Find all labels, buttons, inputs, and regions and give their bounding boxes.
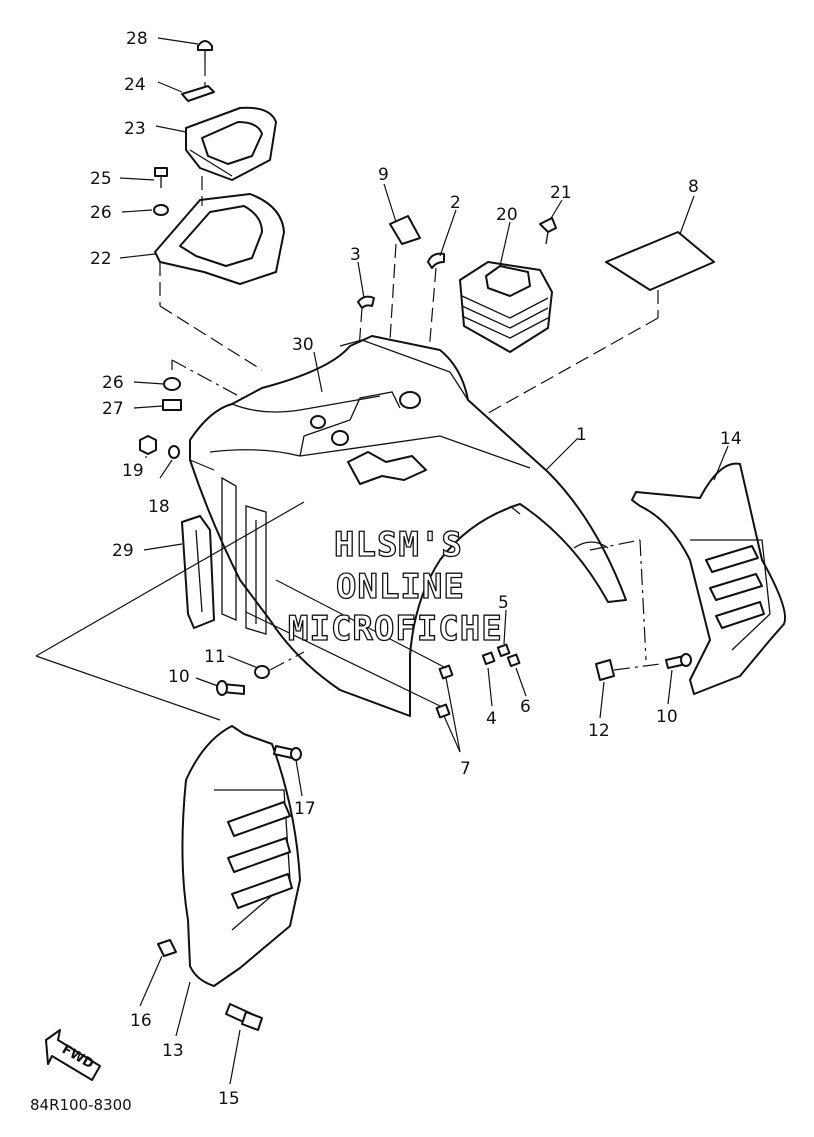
- part-11-washer: [254, 665, 270, 679]
- part-22-outer-cover: [154, 193, 285, 285]
- fwd-arrow-icon: FWD: [45, 1029, 101, 1081]
- part-15-bolt: [225, 1003, 263, 1031]
- part-10-bolt-left: [216, 680, 245, 696]
- part-20-toolbox: [459, 261, 553, 353]
- part-19-nut: [139, 435, 157, 455]
- callout-5: 5: [498, 593, 509, 613]
- watermark-line-3: MICROFICHE: [288, 609, 503, 649]
- callout-7: 7: [460, 759, 471, 779]
- part-2-clip: [427, 252, 445, 269]
- part-1-main-fender: [189, 335, 627, 717]
- callout-1: 1: [576, 425, 587, 445]
- callout-6: 6: [520, 697, 531, 717]
- callout-20: 20: [496, 205, 518, 225]
- callout-24: 24: [124, 75, 146, 95]
- part-16-nut: [157, 939, 177, 957]
- callout-2: 2: [450, 193, 461, 213]
- part-5-clip: [496, 643, 511, 658]
- part-24-plate: [181, 85, 215, 102]
- part-25-bolt: [154, 167, 168, 188]
- part-29-bracket: [181, 515, 215, 629]
- callout-10-right: 10: [656, 707, 678, 727]
- callout-15: 15: [218, 1089, 240, 1109]
- callout-25: 25: [90, 169, 112, 189]
- callout-8: 8: [688, 177, 699, 197]
- callout-4: 4: [486, 709, 497, 729]
- callout-16: 16: [130, 1011, 152, 1031]
- callout-13: 13: [162, 1041, 184, 1061]
- part-18-washer: [168, 445, 180, 459]
- callout-26: 26: [102, 373, 124, 393]
- part-23-inner-cover: [185, 106, 277, 181]
- part-26-collar: [163, 377, 181, 391]
- callout-19: 19: [122, 461, 144, 481]
- diagram-code: 84R100-8300: [30, 1096, 132, 1114]
- part-28-screw: [197, 40, 213, 62]
- callout-29: 29: [112, 541, 134, 561]
- watermark-line-2: ONLINE: [336, 567, 465, 607]
- part-3-clip: [357, 295, 375, 309]
- callout-18: 18: [148, 497, 170, 517]
- callout-28: 28: [126, 29, 148, 49]
- callout-10-left: 10: [168, 667, 190, 687]
- callout-23: 23: [124, 119, 146, 139]
- part-21-screw: [539, 217, 557, 245]
- part-10-bolt-right: [665, 653, 692, 669]
- callout-30: 30: [292, 335, 314, 355]
- callout-17: 17: [294, 799, 316, 819]
- part-9-clip: [389, 215, 421, 245]
- part-26-collar-top: [153, 204, 169, 216]
- callout-9: 9: [378, 165, 389, 185]
- callout-26-top: 26: [90, 203, 112, 223]
- callout-21: 21: [550, 183, 572, 203]
- callout-27: 27: [102, 399, 124, 419]
- part-4-clip: [481, 651, 496, 666]
- callout-22: 22: [90, 249, 112, 269]
- watermark-line-1: HLSM'S: [334, 525, 463, 565]
- callout-3: 3: [350, 245, 361, 265]
- part-12-nut: [595, 659, 615, 681]
- part-27-nut: [162, 399, 182, 411]
- part-6-clip: [506, 653, 521, 668]
- part-17-bolt: [273, 745, 302, 761]
- callout-12: 12: [588, 721, 610, 741]
- part-13-side-panel-left: [181, 725, 301, 987]
- part-7-pad-lower: [435, 703, 451, 719]
- callout-11: 11: [204, 647, 226, 667]
- callout-14: 14: [720, 429, 742, 449]
- part-14-side-panel-right: [631, 462, 786, 695]
- part-8-pad: [605, 231, 715, 291]
